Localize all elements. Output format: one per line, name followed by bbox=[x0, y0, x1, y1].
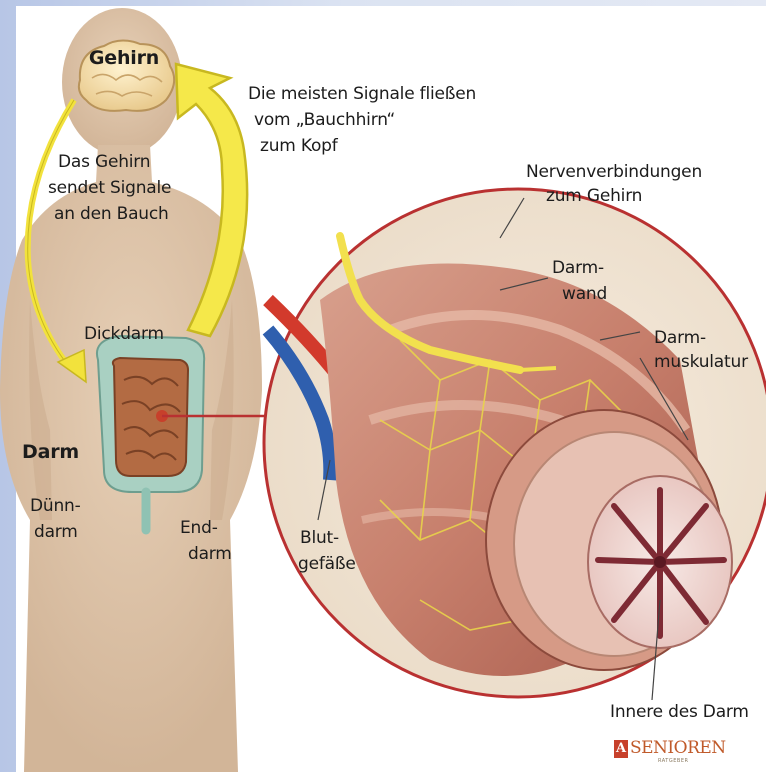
label-gut-interior: Innere des Darm bbox=[610, 702, 749, 723]
label-brain: Gehirn bbox=[82, 48, 166, 69]
brand-subtitle: RATGEBER bbox=[658, 758, 688, 764]
brand-badge: A bbox=[614, 740, 628, 758]
magnified-gut-view bbox=[264, 189, 766, 697]
label-large-intestine: Dickdarm bbox=[84, 324, 164, 345]
label-gut: Darm bbox=[22, 442, 79, 463]
senioren-ratgeber-logo: A SENIOREN RATGEBER bbox=[614, 738, 744, 766]
brand-name: SENIOREN bbox=[630, 738, 726, 759]
